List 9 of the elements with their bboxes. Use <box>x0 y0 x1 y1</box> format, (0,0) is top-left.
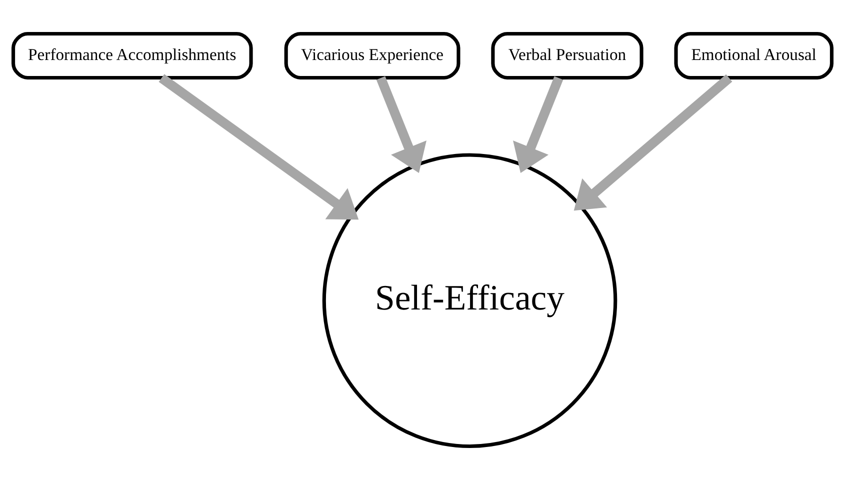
node-circle: Self-Efficacy <box>322 152 618 448</box>
arrow <box>513 76 564 172</box>
node-box: Performance Accomplishments <box>12 31 253 80</box>
arrow <box>376 76 426 172</box>
node-box: Verbal Persuation <box>491 31 644 80</box>
node-box: Vicarious Experience <box>284 31 460 80</box>
node-box: Emotional Arousal <box>674 31 834 80</box>
arrow <box>158 74 359 220</box>
arrow <box>574 74 732 210</box>
